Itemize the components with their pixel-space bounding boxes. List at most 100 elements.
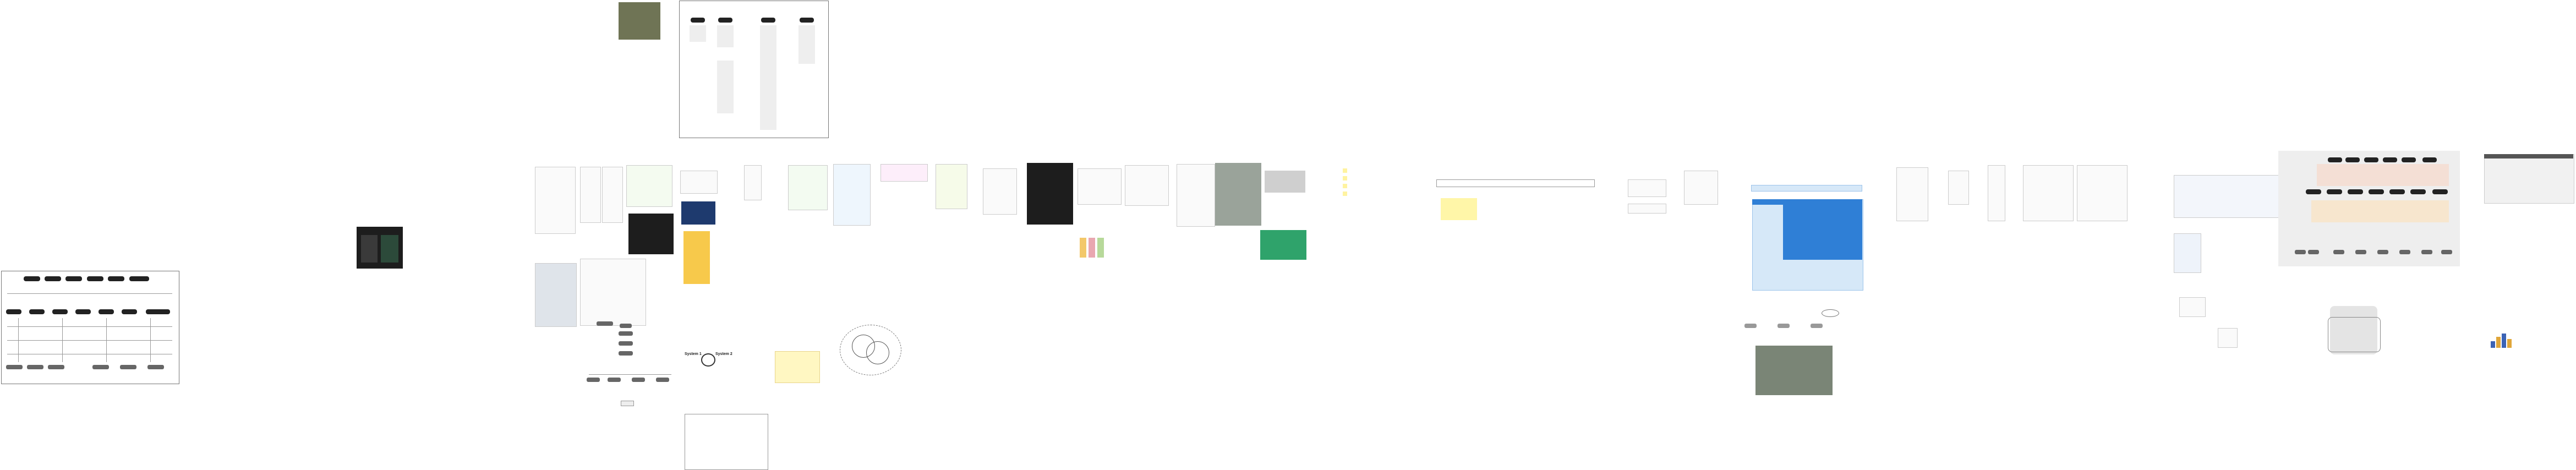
- flow-node[interactable]: [619, 351, 633, 356]
- diagram-node[interactable]: [75, 309, 91, 314]
- mini-diagram[interactable]: [2077, 165, 2127, 221]
- diagram-node[interactable]: [6, 309, 21, 314]
- diagram-node[interactable]: [87, 276, 103, 281]
- stacked-rounded-panel[interactable]: [2330, 306, 2377, 354]
- diagram-node[interactable]: [2421, 250, 2432, 254]
- dark-app-card[interactable]: [628, 214, 674, 254]
- diagram-node[interactable]: [129, 276, 149, 281]
- photo-thumbnail[interactable]: [619, 2, 660, 40]
- mini-diagram[interactable]: [1628, 179, 1666, 197]
- diagram-node[interactable]: [2377, 250, 2388, 254]
- diagram-node[interactable]: [2295, 250, 2306, 254]
- flow-end-node[interactable]: [621, 401, 634, 406]
- mini-diagram[interactable]: [833, 164, 871, 226]
- screenshot-card[interactable]: [2174, 233, 2201, 273]
- board-column-header[interactable]: [718, 18, 732, 23]
- photo-thumbnail[interactable]: [1215, 163, 1261, 226]
- highlight-box[interactable]: [1441, 198, 1477, 220]
- mini-diagram[interactable]: [1948, 171, 1969, 205]
- dark-document-card[interactable]: [1027, 163, 1073, 225]
- diagram-node[interactable]: [120, 365, 136, 369]
- mini-diagram[interactable]: [1988, 165, 2005, 221]
- bottom-slide-frame[interactable]: [685, 414, 768, 470]
- diagram-node[interactable]: [2345, 157, 2360, 162]
- diagram-node[interactable]: [2383, 157, 2397, 162]
- diagram-node[interactable]: [99, 309, 114, 314]
- diagram-node[interactable]: [2410, 189, 2426, 194]
- mini-diagram[interactable]: [880, 164, 928, 182]
- screenshot-card[interactable]: [1177, 164, 1215, 227]
- diagram-node[interactable]: [2348, 189, 2363, 194]
- flow-node[interactable]: [597, 321, 613, 326]
- diagram-node[interactable]: [52, 309, 68, 314]
- sticky-note[interactable]: [1343, 176, 1347, 181]
- screenshot-card[interactable]: [535, 167, 576, 234]
- sticky-note[interactable]: [1343, 168, 1347, 173]
- flow-node[interactable]: [656, 378, 669, 382]
- diagram-node[interactable]: [2432, 189, 2448, 194]
- diagram-node[interactable]: [2328, 157, 2342, 162]
- note-box[interactable]: [775, 351, 820, 383]
- screenshot-card[interactable]: [2174, 175, 2283, 218]
- diagram-node[interactable]: [2402, 157, 2416, 162]
- diagram-card[interactable]: [626, 165, 672, 207]
- diagram-node[interactable]: [45, 276, 61, 281]
- flow-node[interactable]: [587, 378, 600, 382]
- flow-node[interactable]: [619, 331, 633, 336]
- diagram-node[interactable]: [2441, 250, 2452, 254]
- dark-slide-thumbnail[interactable]: [357, 227, 403, 269]
- board-column-header[interactable]: [800, 18, 814, 23]
- flow-node[interactable]: [1751, 185, 1862, 192]
- flow-node[interactable]: [1778, 324, 1790, 328]
- diagram-node[interactable]: [24, 276, 40, 281]
- flow-node[interactable]: [620, 324, 632, 328]
- pill-row[interactable]: [1436, 179, 1595, 187]
- flow-node[interactable]: [1744, 324, 1757, 328]
- screenshot-card[interactable]: [580, 259, 646, 326]
- screenshot-card[interactable]: [535, 263, 577, 327]
- flow-node[interactable]: [619, 341, 633, 346]
- screenshot-card[interactable]: [602, 167, 623, 223]
- diagram-node[interactable]: [146, 309, 170, 314]
- board-column-header[interactable]: [691, 18, 705, 23]
- blue-slide-card[interactable]: [681, 201, 715, 225]
- flow-node[interactable]: [632, 378, 645, 382]
- diagram-node[interactable]: [122, 309, 137, 314]
- diagram-node[interactable]: [92, 365, 109, 369]
- mini-diagram[interactable]: [936, 164, 967, 209]
- flow-node[interactable]: [608, 378, 621, 382]
- document-card[interactable]: [983, 168, 1017, 215]
- diagram-node[interactable]: [65, 276, 82, 281]
- diagram-node[interactable]: [2327, 189, 2342, 194]
- diagram-node[interactable]: [6, 365, 23, 369]
- diagram-node[interactable]: [2389, 189, 2405, 194]
- mini-diagram[interactable]: [1125, 165, 1169, 206]
- green-screen-card[interactable]: [1260, 230, 1306, 260]
- bar-chart-thumbnail[interactable]: [2487, 332, 2514, 348]
- diagram-node[interactable]: [2308, 250, 2319, 254]
- screenshot-card[interactable]: [580, 167, 601, 223]
- flow-node[interactable]: [1811, 324, 1823, 328]
- slide-card[interactable]: [680, 171, 718, 194]
- diagram-node[interactable]: [27, 365, 43, 369]
- diagram-node[interactable]: [108, 276, 124, 281]
- flow-ellipse[interactable]: [1822, 309, 1839, 317]
- mini-diagram[interactable]: [1078, 168, 1122, 205]
- diagram-node[interactable]: [2369, 189, 2384, 194]
- diagram-node[interactable]: [2355, 250, 2366, 254]
- data-table[interactable]: [2484, 154, 2574, 204]
- mini-diagram[interactable]: [1628, 204, 1666, 214]
- mini-diagram[interactable]: [2218, 328, 2238, 348]
- room-photo[interactable]: [1755, 346, 1833, 395]
- board-column-header[interactable]: [761, 18, 775, 23]
- sticky-note[interactable]: [1343, 192, 1347, 196]
- diagram-node[interactable]: [2422, 157, 2437, 162]
- mini-diagram[interactable]: [1896, 167, 1928, 221]
- diagram-node[interactable]: [2364, 157, 2378, 162]
- mini-diagram[interactable]: [2179, 297, 2206, 317]
- mini-diagram[interactable]: [744, 165, 762, 200]
- infographic-card[interactable]: [683, 231, 710, 284]
- diagram-node[interactable]: [2399, 250, 2410, 254]
- sticky-note[interactable]: [1343, 184, 1347, 188]
- venn-diagram[interactable]: [840, 325, 901, 375]
